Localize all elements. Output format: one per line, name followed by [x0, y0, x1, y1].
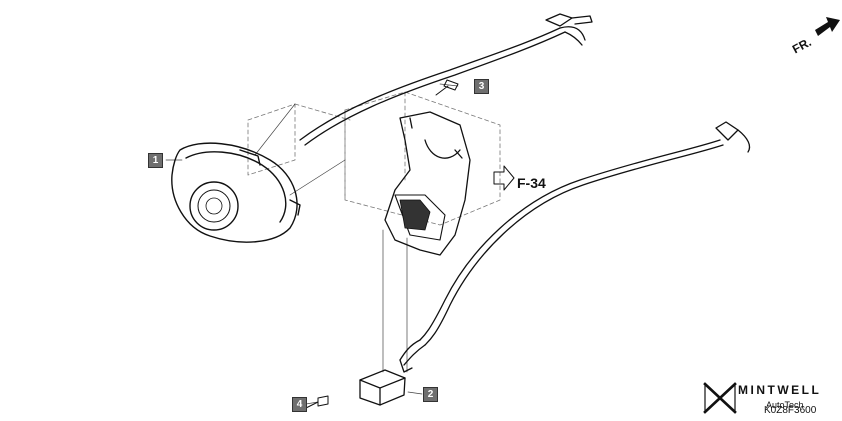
callout-3: 3	[474, 79, 489, 94]
brand-name: MINTWELL	[738, 383, 822, 397]
connector-part-2	[359, 359, 413, 406]
assembly-dashed-box	[247, 91, 501, 226]
upper-wire-harness	[299, 13, 593, 146]
callout-1: 1	[148, 153, 163, 168]
direction-arrow	[815, 17, 840, 36]
camera-housing	[171, 142, 301, 243]
callout-4: 4	[292, 397, 307, 412]
callout-2: 2	[423, 387, 438, 402]
screw-part-3	[435, 79, 459, 96]
diagram-code: K0Z8F3600	[764, 405, 817, 416]
brand-subtitle: AutoTech	[766, 400, 804, 410]
right-wire-harness	[399, 121, 751, 366]
reference-arrow	[493, 165, 515, 191]
brand-logo-mark	[703, 382, 737, 414]
mounting-bracket	[384, 111, 471, 256]
reference-label: F-34	[517, 175, 546, 191]
screw-part-4	[305, 395, 329, 409]
